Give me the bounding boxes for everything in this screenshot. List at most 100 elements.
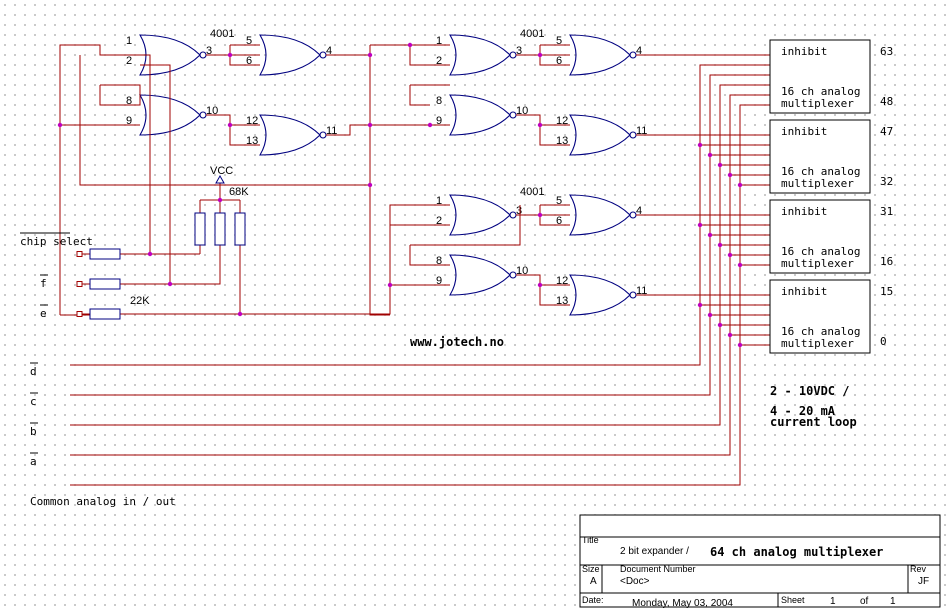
pin-number: 5 [556, 35, 562, 47]
title-block: Title 2 bit expander / 64 ch analog mult… [579, 514, 941, 609]
pin-number: 4 [636, 45, 642, 57]
input-c-label: c [30, 395, 37, 408]
resistor-chip-select [76, 248, 121, 260]
mux-title-line1: 16 ch analog [781, 165, 860, 178]
pin-number: 12 [246, 115, 258, 127]
wires [59, 44, 770, 486]
docnum-label: Document Number [620, 564, 696, 574]
pin-number: 9 [436, 275, 442, 287]
input-a-label: a [30, 455, 37, 468]
pin-number: 2 [436, 215, 442, 227]
nor-gate: 12 13 11 [556, 114, 647, 156]
pin-number: 6 [556, 55, 562, 67]
chip-label: 4001 [520, 186, 544, 198]
pin-number: 13 [246, 135, 258, 147]
chip-label: 4001 [210, 28, 234, 40]
vcc-symbol [215, 174, 225, 184]
website-label: www.jotech.no [410, 335, 504, 349]
sheet-title: 64 ch analog multiplexer [710, 545, 883, 559]
pin-number: 3 [516, 45, 522, 57]
pin-number: 4 [636, 205, 642, 217]
nor-gates: 1235648910121311123564891012131112356489… [126, 34, 647, 316]
mux-inhibit-label: inhibit [781, 125, 827, 138]
pin-number: 10 [206, 105, 218, 117]
pin-number: 1 [436, 195, 442, 207]
channel-high: 31 [880, 205, 893, 218]
pin-number: 3 [516, 205, 522, 217]
resistor-f [76, 278, 121, 290]
pullup-resistors [194, 212, 246, 246]
nor-gate: 8 9 10 [436, 254, 528, 296]
pin-number: 8 [126, 95, 132, 107]
pin-number: 11 [636, 125, 647, 137]
mux-title-line2: multiplexer [781, 337, 854, 350]
pin-number: 5 [246, 35, 252, 47]
pin-number: 2 [436, 55, 442, 67]
input-f-label: f [40, 277, 47, 290]
pin-number: 6 [556, 215, 562, 227]
pin-number: 4 [326, 45, 332, 57]
docnum-value: <Doc> [620, 576, 650, 587]
date-label: Date: [582, 595, 604, 605]
nor-gate: 5 6 4 [556, 34, 642, 76]
mux-title-line1: 16 ch analog [781, 325, 860, 338]
rev-label: Rev [910, 564, 927, 574]
pin-number: 11 [636, 285, 647, 297]
sheet-label: Sheet [781, 595, 805, 605]
pin-number: 3 [206, 45, 212, 57]
pin-number: 12 [556, 115, 568, 127]
pin-number: 8 [436, 255, 442, 267]
mux-title-line2: multiplexer [781, 177, 854, 190]
channel-low: 16 [880, 255, 893, 268]
mux-title-line2: multiplexer [781, 97, 854, 110]
nor-gate: 5 6 4 [246, 34, 332, 76]
pin-number: 10 [516, 265, 528, 277]
resistor-e [76, 308, 121, 320]
pin-number: 6 [246, 55, 252, 67]
channel-low: 0 [880, 335, 887, 348]
mux-inhibit-label: inhibit [781, 205, 827, 218]
nor-gate: 564 [556, 194, 642, 236]
note-line3: current loop [770, 415, 857, 429]
chip-select-label: chip select [20, 235, 93, 248]
labels: 4001 4001 4001 VCC 68K 22K chip select f… [20, 28, 857, 508]
nor-gate: 1 2 3 [436, 194, 522, 236]
sheet-count: 1 [890, 596, 896, 607]
chip-label: 4001 [520, 28, 544, 40]
title-prefix: 2 bit expander / [620, 546, 689, 557]
input-d-label: d [30, 365, 37, 378]
channel-low: 48 [880, 95, 893, 108]
title-label: Title [582, 535, 599, 545]
channel-low: 32 [880, 175, 893, 188]
junction-dots [57, 42, 743, 348]
vcc-label: VCC [210, 165, 233, 177]
pin-number: 2 [126, 55, 132, 67]
series-value: 22K [130, 295, 150, 307]
pin-number: 1 [436, 35, 442, 47]
input-e-label: e [40, 307, 47, 320]
pin-number: 8 [436, 95, 442, 107]
pin-number: 9 [126, 115, 132, 127]
size-label: Size [582, 564, 600, 574]
mux-title-line1: 16 ch analog [781, 85, 860, 98]
channel-high: 47 [880, 125, 893, 138]
note-line2: 4 - 20 mA [770, 404, 836, 418]
mux-title-line1: 16 ch analog [781, 245, 860, 258]
nor-gate: 1 2 3 [436, 34, 522, 76]
date-value: Monday, May 03, 2004 [632, 598, 733, 609]
pin-number: 13 [556, 135, 568, 147]
pin-number: 12 [556, 275, 568, 287]
common-label: Common analog in / out [30, 495, 176, 508]
size-value: A [590, 576, 597, 587]
pin-number: 1 [126, 35, 132, 47]
